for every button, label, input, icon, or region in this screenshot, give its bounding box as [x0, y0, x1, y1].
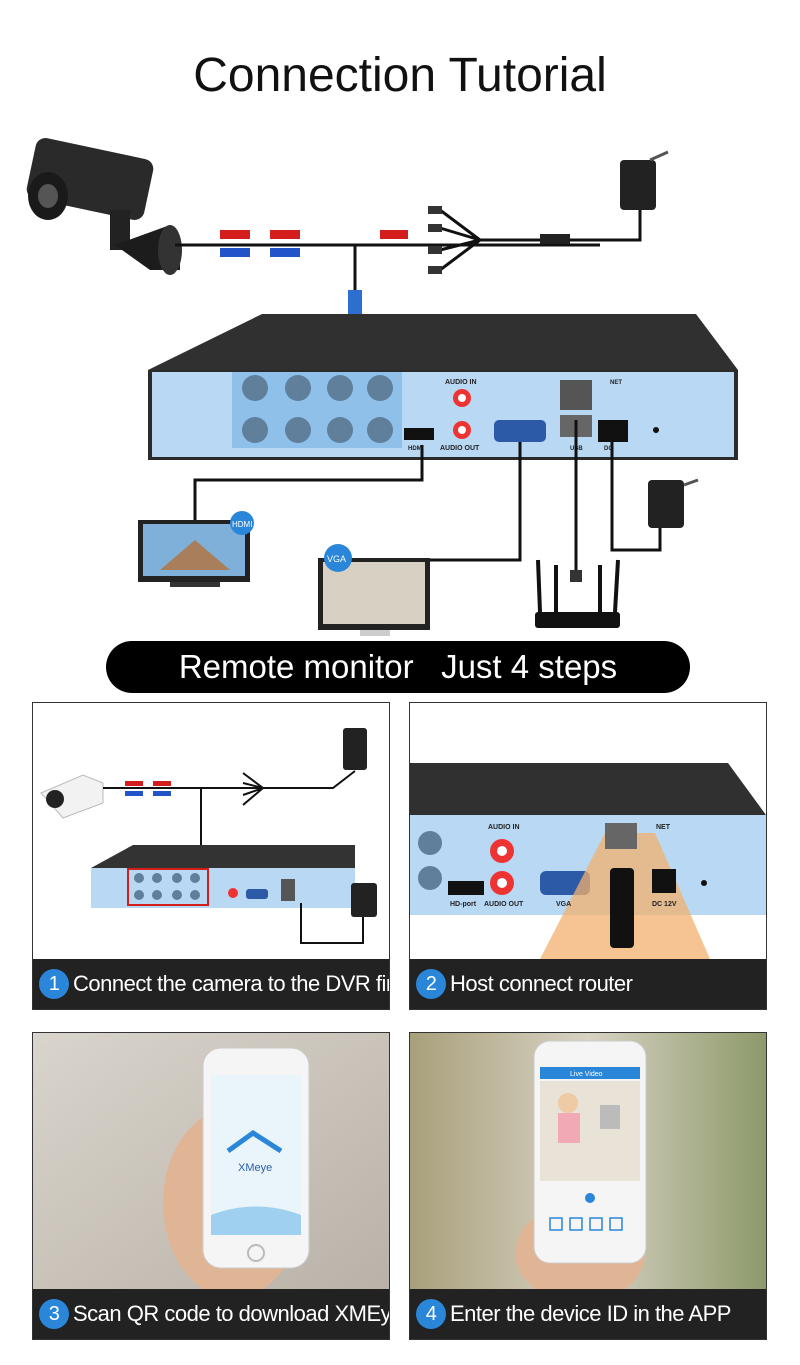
step2-audio-out-label: AUDIO OUT [484, 901, 524, 908]
hdmi-badge: HDMI [232, 520, 252, 529]
step1-caption: 1 Connect the camera to the DVR first [33, 959, 389, 1009]
step4-caption: 4 Enter the device ID in the APP [410, 1289, 766, 1339]
hdmi-monitor-icon: HDMI [138, 511, 254, 587]
step-panel-4: Live Video 4 Enter the device ID in the … [409, 1032, 767, 1340]
step-panel-3: XMeye 3 Scan QR code to download XMEye A… [32, 1032, 390, 1340]
step4-text: Enter the device ID in the APP [450, 1301, 731, 1326]
step1-diagram [40, 728, 377, 944]
router-icon [535, 559, 620, 628]
step3-text: Scan QR code to download XMEye APP [73, 1301, 389, 1326]
step2-audio-in-label: AUDIO IN [488, 824, 520, 831]
steps-banner: Remote monitor Just 4 steps [106, 641, 690, 693]
step2-hdport-label: HD-port [450, 901, 477, 908]
xmeye-app-name: XMeye [238, 1162, 272, 1174]
output-cables [193, 420, 662, 575]
hdmi-port-label: HDMI [408, 446, 424, 452]
step2-vga-label: VGA [556, 901, 571, 908]
bullet-camera-icon [26, 138, 182, 275]
power-splitter-icon [428, 206, 642, 274]
audio-out-label: AUDIO OUT [440, 445, 480, 452]
step4-photo: Live Video [410, 1033, 766, 1303]
vga-badge: VGA [327, 554, 346, 564]
net-label: NET [610, 380, 622, 386]
power-adapter-2-icon [648, 478, 699, 528]
step2-net-label: NET [656, 824, 671, 831]
step3-photo: XMeye [33, 1033, 389, 1298]
power-adapter-icon [620, 150, 669, 210]
step2-dc-label: DC 12V [652, 901, 677, 908]
live-video-title: Live Video [570, 1071, 603, 1078]
dvr-unit: AUDIO IN AUDIO OUT HDMI USB NET DC [148, 314, 738, 460]
step2-number: 2 [416, 969, 446, 999]
connection-diagram: AUDIO IN AUDIO OUT HDMI USB NET DC HDMI … [26, 138, 738, 636]
xmeye-logo-icon [226, 1129, 283, 1154]
page-title: Connection Tutorial [193, 49, 607, 102]
step4-number: 4 [416, 1299, 446, 1329]
adapter-icon [343, 728, 367, 770]
camera-cable [175, 230, 600, 324]
audio-in-label: AUDIO IN [445, 379, 477, 386]
step3-number: 3 [39, 1299, 69, 1329]
step3-caption: 3 Scan QR code to download XMEye APP [33, 1289, 389, 1339]
dc-label: DC [604, 446, 613, 452]
step-panel-1: 1 Connect the camera to the DVR first [32, 702, 390, 1010]
step1-number: 1 [39, 969, 69, 999]
step2-diagram: AUDIO IN HD-port AUDIO OUT VGA DC 12V NE… [410, 763, 766, 959]
step1-text: Connect the camera to the DVR first [73, 971, 390, 996]
vga-monitor-icon: VGA [318, 544, 430, 636]
step2-caption: 2 Host connect router [410, 959, 766, 1009]
step2-text: Host connect router [450, 971, 633, 996]
step-panel-2: AUDIO IN HD-port AUDIO OUT VGA DC 12V NE… [409, 702, 767, 1010]
